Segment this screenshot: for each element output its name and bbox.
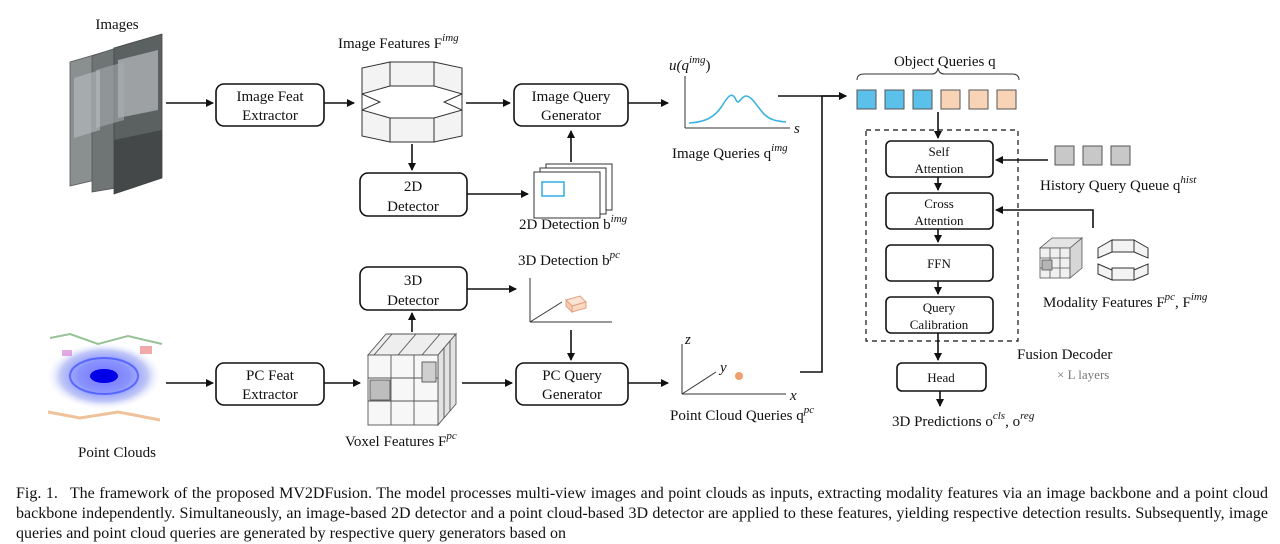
object-queries-label: Object Queries q — [894, 54, 996, 70]
object-query-token — [940, 89, 961, 110]
axis-x-label: x — [789, 388, 797, 404]
svg-text:Detector: Detector — [387, 199, 439, 215]
multi-view-images — [69, 33, 163, 195]
caption-label: Fig. 1. — [16, 485, 58, 502]
history-query-token — [1110, 145, 1131, 166]
object-query-token — [856, 89, 877, 110]
image-features-label: Image Features Fimg — [338, 32, 459, 52]
svg-text:Calibration: Calibration — [910, 317, 969, 332]
detection-3d-label: 3D Detection bpc — [518, 249, 620, 269]
detector-2d: 2D Detector — [359, 172, 468, 217]
history-query-token — [1054, 145, 1075, 166]
head-block: Head — [896, 362, 987, 392]
images-label: Images — [95, 17, 138, 33]
point-cloud-image — [44, 326, 168, 428]
pc-queries-label: Point Cloud Queries qpc — [670, 404, 814, 424]
svg-text:Self: Self — [929, 144, 951, 159]
caption-text: The framework of the proposed MV2DFusion… — [16, 485, 1268, 542]
predictions-label: 3D Predictions ocls, oreg — [892, 410, 1035, 430]
history-queue-label: History Query Queue qhist — [1040, 174, 1197, 194]
axis-z-label: z — [684, 332, 691, 348]
svg-text:Image Feat: Image Feat — [236, 89, 304, 105]
svg-text:Cross: Cross — [924, 196, 954, 211]
object-query-token — [884, 89, 905, 110]
object-query-token — [968, 89, 989, 110]
fusion-decoder-label: Fusion Decoder — [1017, 347, 1112, 363]
modality-features-label: Modality Features Fpc, Fimg — [1043, 291, 1208, 311]
object-queries — [856, 89, 1017, 110]
layers-label: × L layers — [1057, 367, 1109, 382]
image-query-generator: Image Query Generator — [513, 83, 629, 127]
image-queries-label: Image Queries qimg — [672, 142, 788, 162]
u-label: u(qimg) — [669, 54, 711, 74]
detection-2d-label: 2D Detection bimg — [519, 213, 628, 233]
u-distribution-plot — [684, 76, 790, 129]
fusion-decoder-box — [865, 129, 1019, 342]
svg-text:Attention: Attention — [914, 161, 964, 176]
self-attention-block: Self Attention — [885, 140, 994, 178]
modality-voxel-icon — [1038, 237, 1084, 279]
svg-text:Detector: Detector — [387, 293, 439, 309]
detection-3d-icon — [529, 278, 612, 323]
svg-text:Extractor: Extractor — [242, 387, 298, 403]
svg-text:Extractor: Extractor — [242, 108, 298, 124]
svg-text:PC Feat: PC Feat — [246, 368, 295, 384]
pc-query-generator: PC Query Generator — [515, 362, 629, 406]
svg-text:PC Query: PC Query — [542, 368, 602, 384]
figure-caption: Fig. 1.The framework of the proposed MV2… — [16, 484, 1268, 544]
point-clouds-label: Point Clouds — [78, 445, 156, 461]
detector-3d: 3D Detector — [359, 266, 468, 311]
svg-text:Query: Query — [923, 300, 956, 315]
svg-text:Generator: Generator — [542, 387, 602, 403]
svg-text:Attention: Attention — [914, 213, 964, 228]
history-query-token — [1082, 145, 1103, 166]
svg-text:3D: 3D — [404, 273, 423, 289]
framework-diagram: Images Image Feat Extractor Image Featur… — [44, 17, 1208, 461]
s-label: s — [794, 121, 800, 137]
svg-text:Head: Head — [927, 370, 955, 385]
axis-y-label: y — [718, 360, 727, 376]
image-feat-extractor: Image Feat Extractor — [215, 83, 325, 127]
image-features-icon — [361, 61, 463, 143]
voxel-features-icon — [367, 332, 457, 427]
point-cloud-query-axes — [681, 344, 786, 395]
object-query-token — [912, 89, 933, 110]
ffn-block: FFN — [885, 244, 994, 282]
object-query-token — [996, 89, 1017, 110]
svg-text:2D: 2D — [404, 179, 423, 195]
query-calibration-block: Query Calibration — [885, 296, 994, 334]
pc-feat-extractor: PC Feat Extractor — [215, 362, 325, 406]
svg-text:FFN: FFN — [927, 256, 951, 271]
svg-text:Generator: Generator — [541, 108, 601, 124]
svg-text:Image Query: Image Query — [532, 89, 611, 105]
detection-2d-icon — [533, 163, 613, 219]
history-query-queue — [1054, 145, 1131, 166]
voxel-features-label: Voxel Features Fpc — [345, 430, 457, 450]
modality-image-features-icon — [1097, 239, 1149, 281]
cross-attention-block: Cross Attention — [885, 192, 994, 230]
